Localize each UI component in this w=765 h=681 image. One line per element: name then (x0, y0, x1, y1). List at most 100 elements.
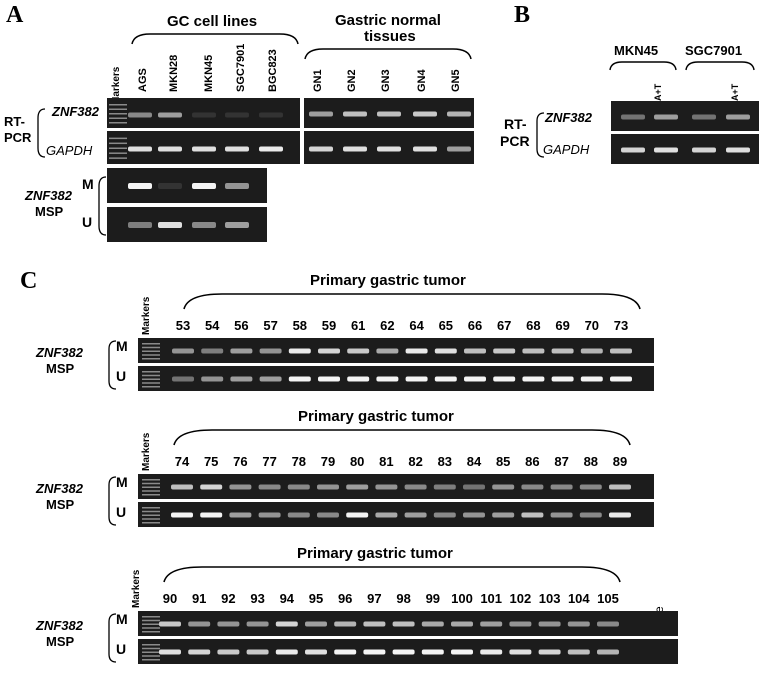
sample-number: 66 (467, 318, 483, 333)
band-c-u-1-6 (346, 512, 369, 518)
band-c-u-1-15 (609, 512, 631, 518)
band-c-m-2-5 (305, 621, 327, 627)
band-c-u-0-15 (610, 376, 632, 382)
row-brace-1 (173, 429, 631, 446)
znf382-label-a: ZNF382 (52, 104, 99, 119)
gc-brace (131, 33, 299, 45)
band-msp-m-3 (225, 183, 249, 189)
sample-number: 85 (495, 454, 511, 469)
sample-number: 94 (279, 591, 295, 606)
band-c-u-1-0 (171, 512, 193, 518)
marker-ladder-band (109, 147, 127, 149)
sgc7901-group-label: SGC7901 (685, 43, 743, 58)
band-msp-u-3 (225, 222, 249, 228)
cell-line-lane-4: BGC823 (267, 49, 279, 92)
band-c-u-0-0 (172, 376, 194, 382)
sample-number: 80 (349, 454, 365, 469)
band-b-znf-2 (692, 114, 716, 120)
sample-number: 67 (496, 318, 512, 333)
band-c-m-2-12 (509, 621, 532, 627)
msp-word-c-2: MSP (46, 634, 75, 649)
mkn45-brace (609, 61, 677, 71)
band-c-m-1-1 (200, 484, 223, 490)
sample-number: 97 (367, 591, 382, 606)
znf382-label-b: ZNF382 (545, 110, 592, 125)
sample-number: 58 (292, 318, 308, 333)
band-c-m-1-10 (463, 484, 485, 490)
m-label-c-0: M (116, 338, 128, 354)
band-gapdh-normal-1 (343, 146, 367, 152)
znf382-msp-gene-c-0: ZNF382 (36, 345, 83, 360)
band-c-u-0-11 (493, 376, 516, 382)
normal-lane-2: GN3 (380, 69, 392, 92)
marker-ladder-band (109, 142, 127, 145)
band-c-m-0-1 (201, 348, 224, 354)
band-c-u-0-14 (580, 376, 603, 382)
znf382-msp-gene-c-2: ZNF382 (36, 618, 83, 633)
u-label-c-0: U (116, 368, 127, 384)
band-c-u-0-2 (230, 376, 253, 382)
band-gapdh-normal-4 (447, 146, 471, 152)
band-c-m-2-2 (217, 621, 240, 627)
band-gapdh-cell-1 (158, 146, 182, 152)
band-c-m-2-9 (421, 621, 444, 627)
marker-ladder-band (142, 644, 160, 646)
band-b-znf-1 (654, 114, 678, 120)
msp-bracket-c-2 (108, 613, 117, 663)
markers-label-c-0: Markers (141, 296, 152, 335)
cell-line-lane-2: MKN45 (203, 54, 215, 92)
marker-ladder-band (142, 358, 160, 360)
band-c-m-1-15 (609, 484, 631, 490)
marker-ladder-band (142, 378, 160, 380)
band-gapdh-cell-2 (192, 146, 216, 152)
band-c-m-2-6 (334, 621, 357, 627)
row-brace-2 (163, 566, 621, 583)
sample-number: 103 (538, 591, 561, 606)
band-c-m-0-8 (405, 348, 428, 354)
marker-ladder-band (109, 152, 127, 154)
m-label-c-1: M (116, 474, 128, 490)
sample-number: 100 (451, 591, 473, 606)
band-msp-u-0 (128, 222, 152, 228)
band-c-u-2-1 (188, 649, 211, 655)
band-c-u-1-11 (492, 512, 515, 518)
band-c-u-2-9 (421, 649, 444, 655)
marker-ladder-band (142, 514, 160, 516)
sample-number: 69 (555, 318, 570, 333)
marker-ladder-band (142, 655, 160, 657)
sample-number: 56 (234, 318, 249, 333)
sample-number: 62 (380, 318, 395, 333)
band-c-m-0-12 (522, 348, 545, 354)
band-c-m-2-14 (567, 621, 590, 627)
band-gapdh-cell-0 (128, 146, 152, 152)
sample-number: 81 (379, 454, 394, 469)
marker-ladder-band (109, 157, 127, 159)
gel-c-m-1 (138, 474, 654, 499)
band-c-m-1-0 (171, 484, 193, 490)
band-c-u-2-0 (159, 649, 181, 655)
band-c-u-2-3 (246, 649, 269, 655)
band-gapdh-normal-3 (413, 146, 437, 152)
row-brace-0 (183, 293, 641, 310)
band-c-u-0-4 (288, 376, 311, 382)
markers-label-c-2: Markers (131, 569, 142, 608)
marker-ladder-band (109, 113, 127, 115)
band-b-gapdh-2 (692, 147, 716, 153)
band-c-m-1-3 (258, 484, 281, 490)
band-msp-u-1 (158, 222, 182, 228)
band-c-m-1-4 (287, 484, 310, 490)
marker-ladder-band (142, 354, 160, 356)
band-c-u-2-13 (538, 649, 561, 655)
marker-ladder-band (142, 651, 160, 653)
sample-number: 104 (567, 591, 590, 606)
band-znf-cell-1 (158, 112, 182, 118)
marker-ladder-band (142, 350, 160, 352)
marker-ladder-band (109, 122, 127, 124)
band-b-gapdh-3 (726, 147, 750, 153)
panel-letter-b: B (514, 2, 531, 28)
band-c-u-2-5 (305, 649, 327, 655)
sgc7901-brace (685, 61, 755, 71)
znf382-msp-gene-a: ZNF382 (25, 188, 72, 203)
marker-ladder-band (142, 659, 160, 661)
band-gapdh-normal-2 (377, 146, 401, 152)
